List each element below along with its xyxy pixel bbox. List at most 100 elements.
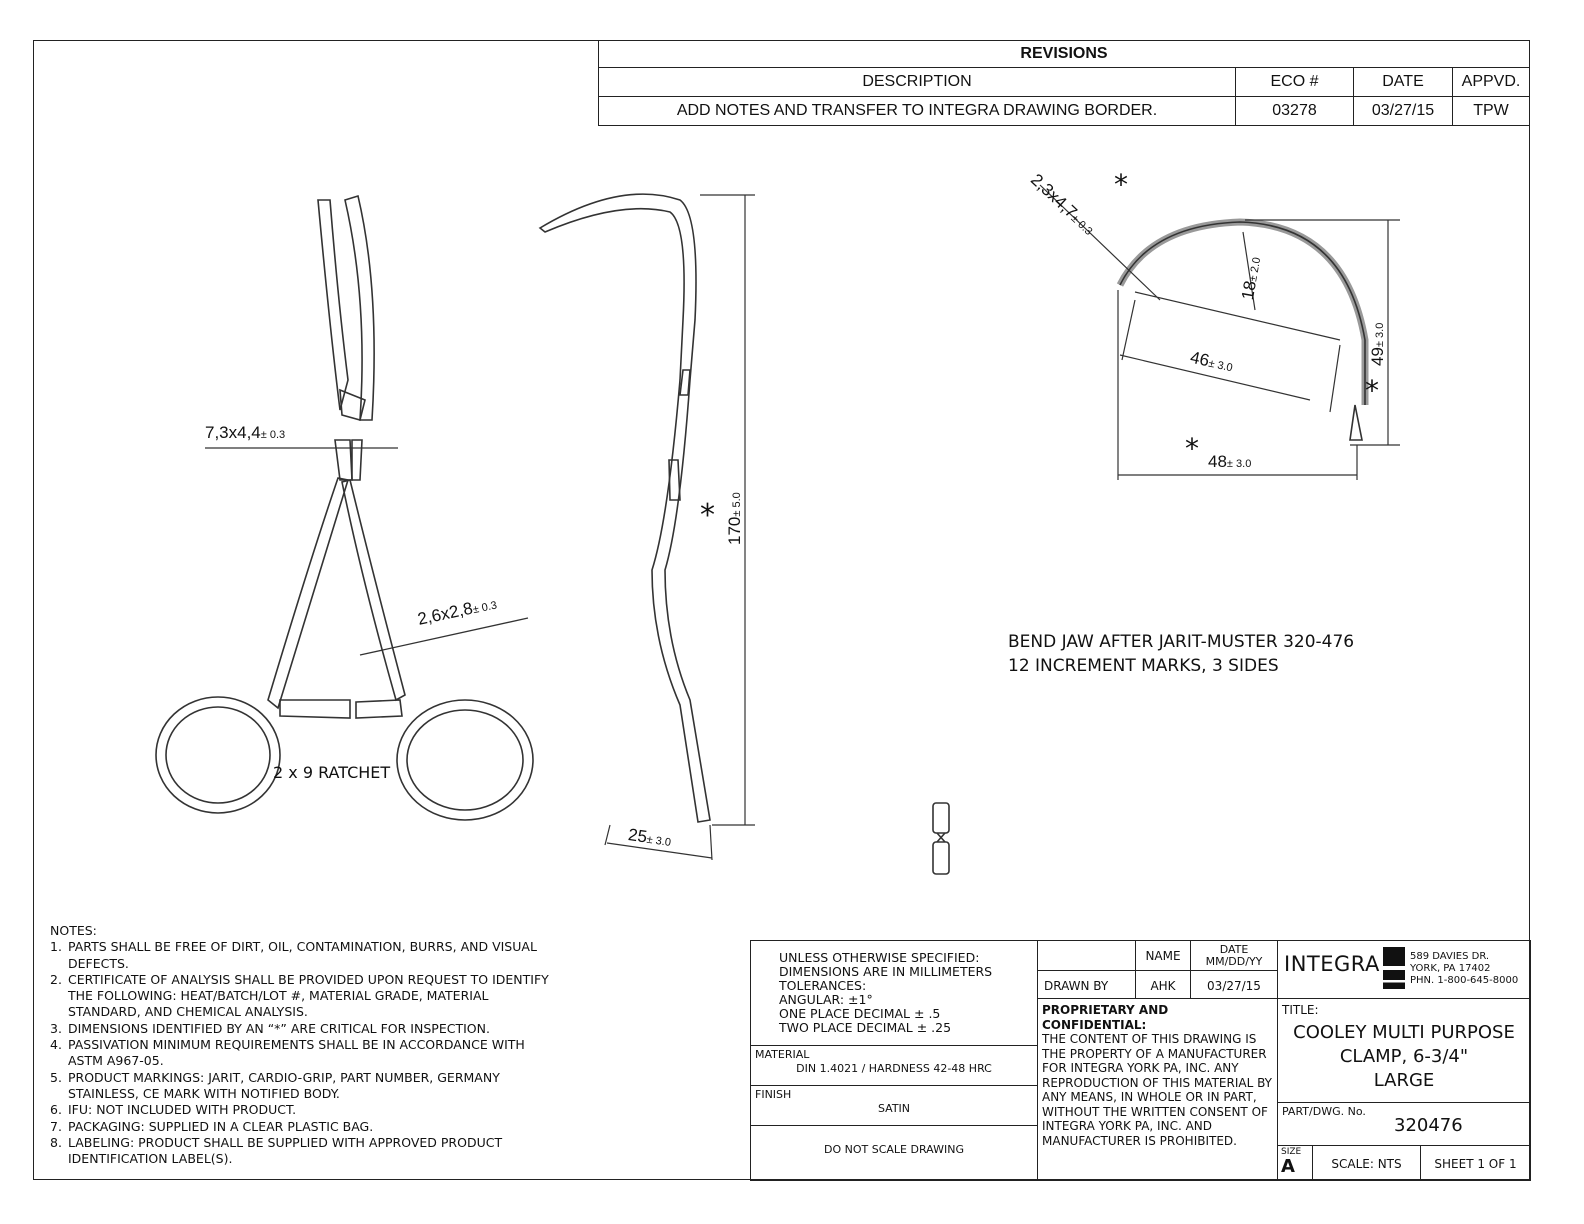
do-not-scale: DO NOT SCALE DRAWING	[750, 1125, 1038, 1181]
drawn-by-label: DRAWN BY	[1037, 970, 1136, 999]
size-value: A	[1281, 1156, 1295, 1177]
name-header: NAME	[1135, 940, 1191, 971]
dim-length: 170± 5.0	[725, 492, 745, 545]
critical-mark: *	[1114, 168, 1128, 201]
revision-appvd: TPW	[1452, 96, 1530, 126]
note-text: PRODUCT MARKINGS: JARIT, CARDIO-GRIP, PA…	[68, 1069, 500, 1101]
finish-cell: FINISH SATIN	[750, 1085, 1038, 1126]
note-number: 1.	[50, 939, 62, 955]
note-text: PACKAGING: SUPPLIED IN A CLEAR PLASTIC B…	[68, 1118, 374, 1134]
note-text: PASSIVATION MINIMUM REQUIREMENTS SHALL B…	[68, 1037, 525, 1069]
dim-tolerance: ± 2.0	[1247, 256, 1264, 283]
proprietary-notice: PROPRIETARY AND CONFIDENTIAL:THE CONTENT…	[1037, 998, 1278, 1181]
logo-mark-icon	[1383, 947, 1405, 989]
drawing-title-line: CLAMP, 6-3/4"	[1339, 1046, 1469, 1067]
clamp-front-view	[155, 194, 534, 821]
dim-tolerance: ± 3.0	[1374, 322, 1386, 348]
finish-label: FINISH	[755, 1088, 792, 1101]
note-number: 5.	[50, 1069, 62, 1085]
sheet: SHEET 1 OF 1	[1420, 1145, 1531, 1181]
dim-tolerance: ± 0.3	[471, 599, 499, 617]
note-item: 5. PRODUCT MARKINGS: JARIT, CARDIO-GRIP, …	[50, 1070, 550, 1103]
note-item: 3. DIMENSIONS IDENTIFIED BY AN “*” ARE CR…	[50, 1021, 550, 1037]
note-text: DIMENSIONS IDENTIFIED BY AN “*” ARE CRIT…	[68, 1020, 490, 1036]
material-label: MATERIAL	[755, 1048, 810, 1061]
dim-jaw-section: 7,3x4,4± 0.3	[205, 423, 285, 443]
critical-mark: *	[700, 498, 715, 533]
dim-tolerance: ± 3.0	[1207, 357, 1234, 375]
proprietary-title: PROPRIETARY AND CONFIDENTIAL:	[1042, 1003, 1169, 1032]
material-value: DIN 1.4021 / HARDNESS 42-48 HRC	[796, 1062, 992, 1075]
spec-line: TWO PLACE DECIMAL ± .25	[779, 1020, 952, 1035]
spec-line: ANGULAR: ±1°	[779, 992, 873, 1007]
note-number: 7.	[50, 1118, 62, 1134]
dim-tolerance: ± 0.3	[260, 429, 286, 441]
note-number: 6.	[50, 1102, 62, 1118]
drawing-title-line: COOLEY MULTI PURPOSE	[1293, 1022, 1515, 1043]
note-item: 2. CERTIFICATE OF ANALYSIS SHALL BE PROVI…	[50, 972, 550, 1021]
scale: SCALE: NTS	[1312, 1145, 1421, 1181]
dim-value: 49	[1368, 347, 1387, 366]
dim-value: 18	[1238, 279, 1260, 302]
revision-date: 03/27/15	[1353, 96, 1453, 126]
part-label: PART/DWG. No.	[1282, 1105, 1366, 1118]
note-text: PARTS SHALL BE FREE OF DIRT, OIL, CONTAM…	[68, 939, 537, 971]
blank-cell	[1037, 940, 1136, 971]
bend-note-line: 12 INCREMENT MARKS, 3 SIDES	[1008, 656, 1279, 676]
note-number: 4.	[50, 1037, 62, 1053]
finish-value: SATIN	[877, 1102, 911, 1115]
spec-line: DIMENSIONS ARE IN MILLIMETERS	[779, 964, 993, 979]
revisions-header-row: DESCRIPTION ECO # DATE APPVD.	[598, 67, 1530, 97]
address-line: YORK, PA 17402	[1410, 963, 1491, 974]
critical-mark: *	[1185, 432, 1199, 465]
note-item: 8.LABELING: PRODUCT SHALL BE SUPPLIED WI…	[50, 1135, 550, 1168]
spec-line: TOLERANCES:	[779, 978, 867, 993]
drawn-date: 03/27/15	[1190, 970, 1278, 999]
jaw-arc-detail	[1039, 184, 1400, 480]
revision-description: ADD NOTES AND TRANSFER TO INTEGRA DRAWIN…	[598, 96, 1236, 126]
dim-tolerance: ± 3.0	[1226, 458, 1252, 470]
drawn-by-value: AHK	[1135, 970, 1191, 999]
dim-value: 48	[1208, 452, 1227, 471]
drawing-title-line: LARGE	[1373, 1070, 1435, 1091]
note-item: 1. PARTS SHALL BE FREE OF DIRT, OIL, CONT…	[50, 939, 550, 972]
table-row: ADD NOTES AND TRANSFER TO INTEGRA DRAWIN…	[598, 96, 1530, 126]
bend-note-line: BEND JAW AFTER JARIT-MUSTER 320-476	[1008, 632, 1355, 652]
part-number: 320476	[1394, 1115, 1463, 1136]
revisions-table: REVISIONS DESCRIPTION ECO # DATE APPVD. …	[598, 40, 1530, 126]
note-item: 4. PASSIVATION MINIMUM REQUIREMENTS SHALL…	[50, 1037, 550, 1070]
size-label: SIZE	[1281, 1147, 1302, 1157]
ratchet-detail	[932, 802, 950, 875]
note-number: 2.	[50, 971, 62, 987]
ratchet-label: 2 x 9 RATCHET	[273, 763, 391, 782]
note-number: 3.	[50, 1020, 62, 1036]
address-line: PHN. 1-800-645-8000	[1410, 975, 1519, 986]
dim-value: 170	[725, 516, 744, 545]
header-description: DESCRIPTION	[598, 67, 1236, 97]
dim-tolerance: ± 5.0	[731, 492, 743, 517]
title-label: TITLE:	[1282, 1003, 1319, 1017]
part-number-cell: PART/DWG. No. 320476	[1277, 1102, 1531, 1146]
critical-mark: *	[1365, 374, 1379, 407]
notes-list: 1. PARTS SHALL BE FREE OF DIRT, OIL, CONT…	[50, 939, 550, 1167]
notes-title: NOTES:	[50, 923, 97, 938]
note-text: CERTIFICATE OF ANALYSIS SHALL BE PROVIDE…	[68, 971, 549, 1020]
note-item: 6. IFU: NOT INCLUDED WITH PRODUCT.	[50, 1102, 550, 1118]
note-text: IFU: NOT INCLUDED WITH PRODUCT.	[68, 1102, 297, 1118]
clamp-side-view	[538, 193, 755, 861]
note-number: 8.	[50, 1134, 62, 1150]
spec-line: UNLESS OTHERWISE SPECIFIED:	[779, 950, 980, 965]
spec-line: ONE PLACE DECIMAL ± .5	[779, 1006, 941, 1021]
dim-tolerance: ± 3.0	[645, 833, 672, 849]
dim-height: 49± 3.0	[1368, 323, 1388, 366]
integra-logo: INTEGRA	[1284, 952, 1380, 976]
tolerance-spec: UNLESS OTHERWISE SPECIFIED:DIMENSIONS AR…	[750, 940, 1038, 1046]
bend-note: BEND JAW AFTER JARIT-MUSTER 320-476 12 I…	[1008, 630, 1354, 678]
notes: NOTES: 1. PARTS SHALL BE FREE OF DIRT, OI…	[50, 923, 550, 1167]
title-cell: TITLE: COOLEY MULTI PURPOSE CLAMP, 6-3/4"…	[1277, 998, 1531, 1103]
